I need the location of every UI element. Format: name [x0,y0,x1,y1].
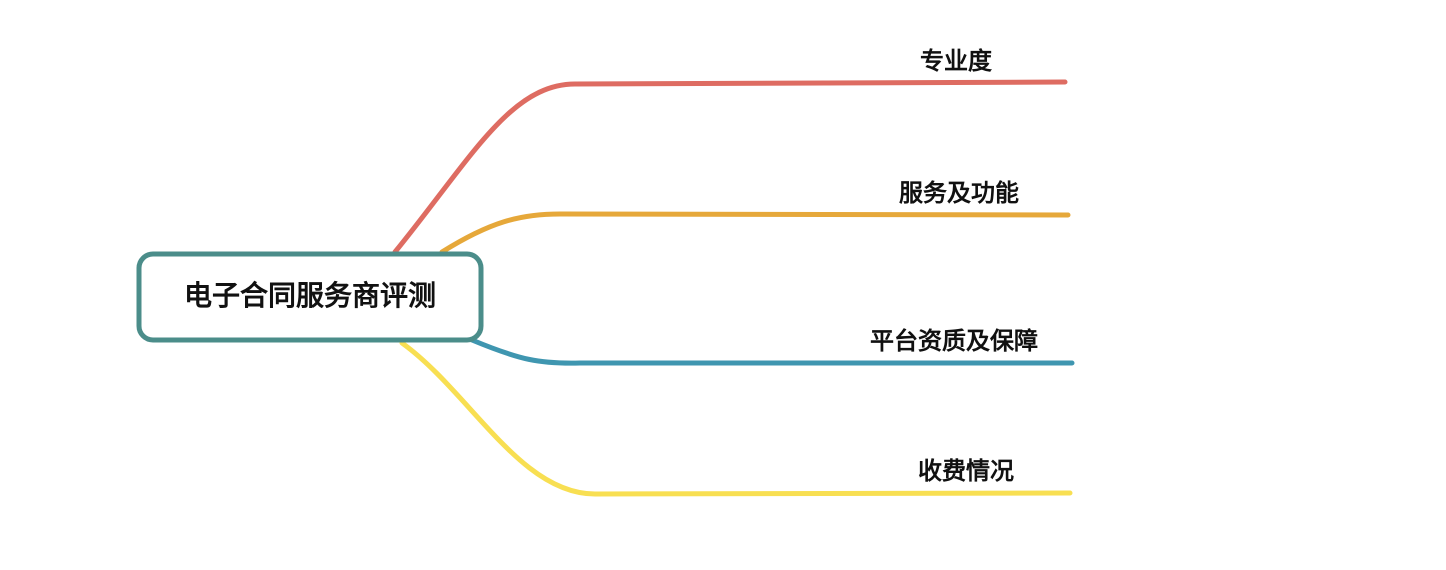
branch-label-pricing[interactable]: 收费情况 [918,457,1014,485]
branch-connector-platform-qualification [469,337,1075,366]
branch-connector-professionalism [392,79,1068,255]
branch-label-platform-qualification[interactable]: 平台资质及保障 [870,327,1038,355]
root-node-label: 电子合同服务商评测 [184,279,436,312]
branch-label-professionalism[interactable]: 专业度 [920,47,993,75]
branch-connector-service-and-features [439,211,1071,255]
branch-connector-pricing [399,340,1073,497]
branch-label-service-and-features[interactable]: 服务及功能 [899,179,1019,207]
root-node[interactable] [136,251,484,343]
